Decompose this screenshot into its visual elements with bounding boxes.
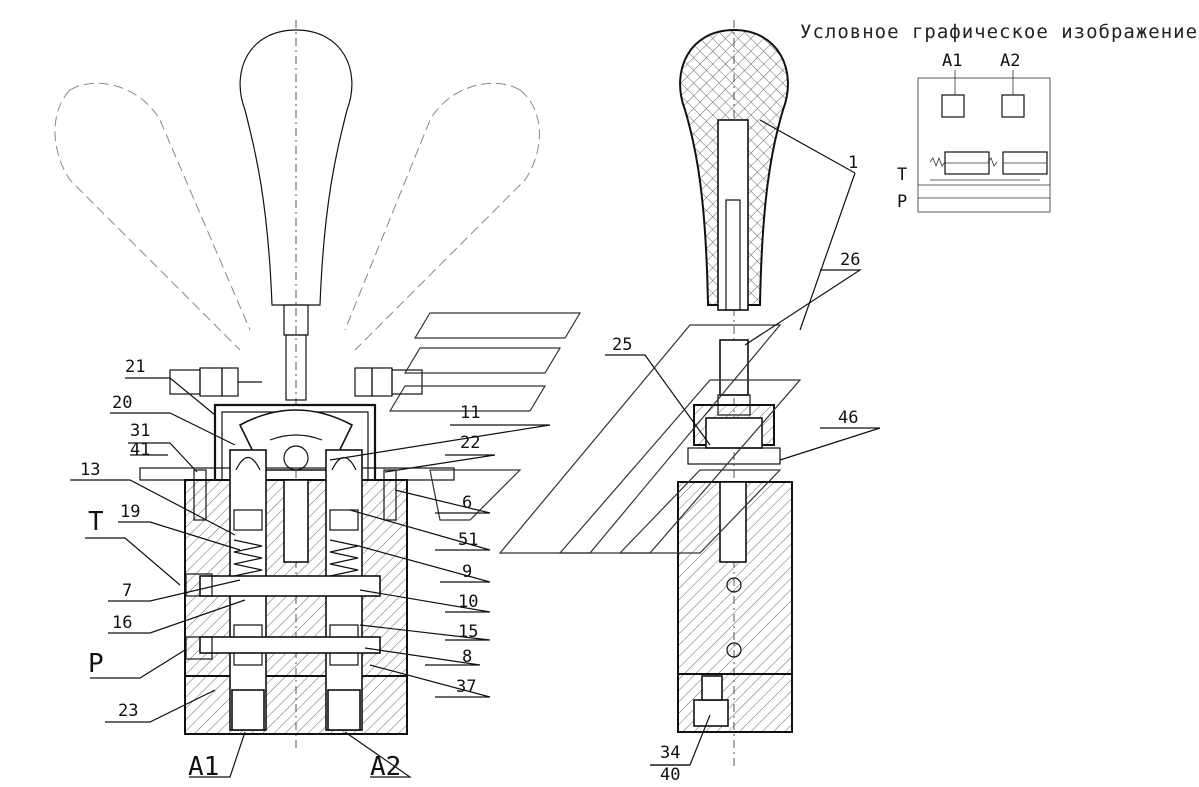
cam: [238, 409, 354, 471]
ghost-handle-left: [54, 82, 251, 351]
callout-20: 20: [112, 393, 132, 413]
callout-34: 34: [660, 743, 680, 763]
callout-23: 23: [118, 701, 138, 721]
callout-7: 7: [122, 581, 132, 601]
callout-11: 11: [460, 403, 480, 423]
callout-6: 6: [462, 493, 472, 513]
callout-16: 16: [112, 613, 132, 633]
ghost-shapes: [388, 312, 802, 554]
right-view: [677, 20, 793, 770]
leader-lines: [70, 119, 881, 778]
port-label-p: P: [88, 649, 104, 679]
left-view: [54, 20, 540, 750]
symbol-port-a2: A2: [1000, 51, 1020, 71]
port-label-a1: A1: [188, 752, 219, 782]
callout-25: 25: [612, 335, 632, 355]
ghost-handle-right: [344, 82, 540, 351]
adjust-bolt-left: [169, 367, 262, 397]
callout-37: 37: [456, 677, 476, 697]
callout-51: 51: [458, 530, 478, 550]
callout-19: 19: [120, 502, 140, 522]
callout-labels: 21 20 31 41 13 19 7 16 23 11 22 6 51 9 1…: [80, 153, 860, 785]
callout-9: 9: [462, 562, 472, 582]
symbol-port-t: T: [897, 165, 907, 185]
callout-41: 41: [130, 440, 150, 460]
callout-8: 8: [462, 647, 472, 667]
callout-1: 1: [848, 153, 858, 173]
callout-22: 22: [460, 433, 480, 453]
symbol-port-a1: A1: [942, 51, 962, 71]
cover-bracket: [213, 403, 377, 480]
callout-46: 46: [838, 408, 858, 428]
port-label-a2: A2: [370, 752, 401, 782]
callout-31: 31: [130, 421, 150, 441]
base-plate: [184, 675, 408, 735]
symbol-port-p: P: [897, 192, 907, 212]
hydraulic-symbol: Условное графическое изображение A1 A2 T…: [800, 21, 1198, 213]
symbol-title: Условное графическое изображение: [800, 21, 1198, 43]
callout-26: 26: [840, 250, 860, 270]
adjust-bolt-right: [354, 367, 423, 397]
callout-21: 21: [125, 357, 145, 377]
callout-10: 10: [458, 592, 478, 612]
callout-13: 13: [80, 460, 100, 480]
callout-40: 40: [660, 765, 680, 785]
port-label-t: T: [88, 507, 104, 537]
callout-15: 15: [458, 622, 478, 642]
